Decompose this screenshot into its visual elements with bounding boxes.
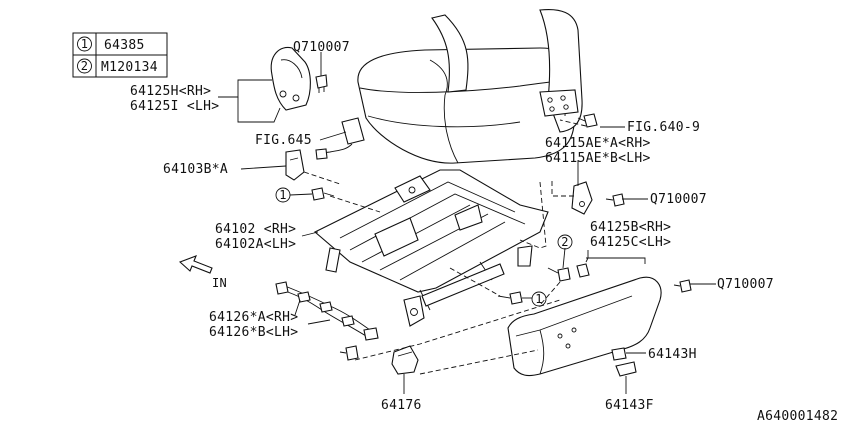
in-arrow-label: IN <box>212 276 227 290</box>
label-q710007-mid: Q710007 <box>650 192 707 207</box>
label-q710007-right: Q710007 <box>717 277 774 292</box>
leader-lines <box>218 52 716 394</box>
label-64125c: 64125C<LH> <box>590 235 671 250</box>
label-q710007-top: Q710007 <box>293 40 350 55</box>
legend-part-2: M120134 <box>101 60 158 75</box>
label-fig640: FIG.640-9 <box>627 120 700 135</box>
svg-text:2: 2 <box>561 235 569 249</box>
seat-cushion-illustration <box>357 8 583 164</box>
recliner-bracket-illustration <box>571 181 625 215</box>
callout-1-left: 1 <box>275 187 291 203</box>
legend-part-1: 64385 <box>104 38 145 53</box>
belt-buckle-illustration <box>315 117 365 160</box>
label-64143f: 64143F <box>605 398 654 413</box>
label-64125b: 64125B<RH> <box>590 220 671 235</box>
label-64176: 64176 <box>381 398 422 413</box>
svg-text:1: 1 <box>535 292 543 306</box>
clip-64125-illustration <box>576 263 590 278</box>
label-64115ae-a: 64115AE*A<RH> <box>545 136 651 151</box>
legend-key-1: 1 <box>81 37 89 51</box>
label-64143h: 64143H <box>648 347 697 362</box>
side-cover-illustration <box>507 276 692 377</box>
label-64102a: 64102A<LH> <box>215 237 296 252</box>
bolt-left-illustration <box>311 187 335 201</box>
bolt-fig640-illustration <box>577 113 598 128</box>
label-64126b: 64126*B<LH> <box>209 325 298 340</box>
label-64103b: 64103B*A <box>163 162 228 177</box>
label-fig645: FIG.645 <box>255 133 312 148</box>
bolt-m120134-illustration <box>547 267 571 282</box>
legend-table: 1 64385 2 M120134 <box>72 32 168 78</box>
label-64126a: 64126*A<RH> <box>209 310 298 325</box>
label-64125i: 64125I <LH> <box>130 99 219 114</box>
harness-illustration <box>275 281 379 341</box>
bolt-harness-illustration <box>339 345 359 361</box>
bolt-right-illustration <box>497 291 523 305</box>
diagram-id: A640001482 <box>757 409 838 424</box>
dashed-assembly-lines <box>303 119 587 375</box>
belt-bracket-illustration <box>285 149 305 181</box>
in-direction-arrow: IN <box>178 255 227 290</box>
svg-text:1: 1 <box>279 188 287 202</box>
legend-key-2: 2 <box>81 59 89 73</box>
label-64102: 64102 <RH> <box>215 222 296 237</box>
knob-64143f-illustration <box>615 361 637 377</box>
knob-64143h-illustration <box>611 347 627 361</box>
callout-1-right: 1 <box>531 291 547 307</box>
callout-2: 2 <box>557 234 573 250</box>
label-64115ae-b: 64115AE*B<LH> <box>545 151 651 166</box>
recliner-cover-illustration <box>270 46 328 111</box>
label-64125h: 64125H<RH> <box>130 84 211 99</box>
